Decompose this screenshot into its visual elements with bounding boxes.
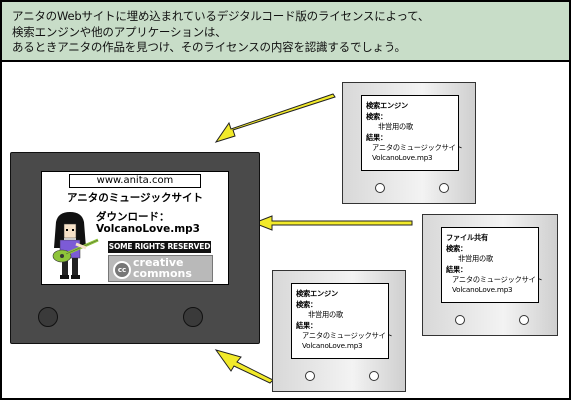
result-file[interactable]: VolcanoLove.mp3 [452, 285, 513, 294]
cc-icon: cc [113, 261, 131, 279]
file-sharing-monitor: ファイル共有 検索： 非営用の歌 結果： アニタのミュージックサイト Volca… [422, 214, 558, 336]
some-rights-reserved-badge[interactable]: SOME RIGHTS RESERVED [108, 241, 211, 253]
result-site[interactable]: アニタのミュージックサイト [452, 275, 543, 284]
anita-website-screen: www.anita.com アニタのミュージックサイト [41, 171, 229, 285]
caption-box: アニタのWebサイトに埋め込まれているデジタルコード版のライセンスによって、 検… [2, 2, 569, 62]
result-file[interactable]: VolcanoLove.mp3 [372, 153, 433, 162]
search-engine-monitor-bottom: 検索エンジン 検索： 非営用の歌 結果： アニタのミュージックサイト Volca… [272, 270, 406, 392]
cc-text-creative: creative [133, 256, 184, 269]
monitor-left-knob [375, 183, 385, 193]
cc-text-commons: commons [133, 267, 192, 280]
url-bar[interactable]: www.anita.com [69, 174, 201, 188]
caption-line-2: 検索エンジンや他のアプリケーションは、 [12, 25, 227, 39]
search-engine-screen-bottom: 検索エンジン 検索： 非営用の歌 結果： アニタのミュージックサイト Volca… [291, 283, 393, 359]
result-label: 結果： [446, 265, 467, 274]
caption-line-3: あるときアニタの作品を見つけ、そのライセンスの内容を認識するでしょう。 [12, 40, 406, 54]
monitor-left-knob [455, 315, 465, 325]
download-label: ダウンロード： [96, 211, 170, 223]
guitarist-illustration [52, 212, 99, 279]
result-label: 結果： [366, 133, 387, 142]
file-sharing-screen: ファイル共有 検索： 非営用の歌 結果： アニタのミュージックサイト Volca… [441, 227, 543, 303]
query-value: 非営用の歌 [378, 122, 413, 131]
monitor-right-knob [519, 315, 529, 325]
monitor-right-knob [369, 371, 379, 381]
search-engine-monitor-top: 検索エンジン 検索： 非営用の歌 結果： アニタのミュージックサイト Volca… [342, 82, 476, 204]
query-value: 非営用の歌 [308, 310, 343, 319]
search-engine-title: 検索エンジン [296, 289, 338, 298]
query-label: 検索： [366, 112, 387, 121]
monitor-right-knob [183, 307, 203, 327]
query-value: 非営用の歌 [458, 254, 493, 263]
arrow-from-file-share [252, 215, 413, 231]
query-label: 検索： [446, 244, 467, 253]
monitor-right-knob [439, 183, 449, 193]
monitor-left-knob [38, 307, 58, 327]
search-engine-screen-top: 検索エンジン 検索： 非営用の歌 結果： アニタのミュージックサイト Volca… [361, 95, 463, 171]
file-sharing-title: ファイル共有 [446, 233, 488, 242]
creative-commons-logo[interactable]: cc creative commons [108, 255, 213, 282]
arrow-from-bottom-search [214, 349, 274, 384]
result-label: 結果： [296, 321, 317, 330]
result-site[interactable]: アニタのミュージックサイト [372, 143, 463, 152]
arrow-from-top-search [214, 93, 336, 143]
result-site[interactable]: アニタのミュージックサイト [302, 331, 393, 340]
monitor-left-knob [305, 371, 315, 381]
search-engine-title: 検索エンジン [366, 101, 408, 110]
anita-monitor: www.anita.com アニタのミュージックサイト [10, 152, 260, 344]
caption-line-1: アニタのWebサイトに埋め込まれているデジタルコード版のライセンスによって、 [12, 9, 430, 23]
site-title: アニタのミュージックサイト [66, 192, 204, 204]
query-label: 検索： [296, 300, 317, 309]
download-file-link[interactable]: VolcanoLove.mp3 [96, 223, 200, 235]
result-file[interactable]: VolcanoLove.mp3 [302, 341, 363, 350]
